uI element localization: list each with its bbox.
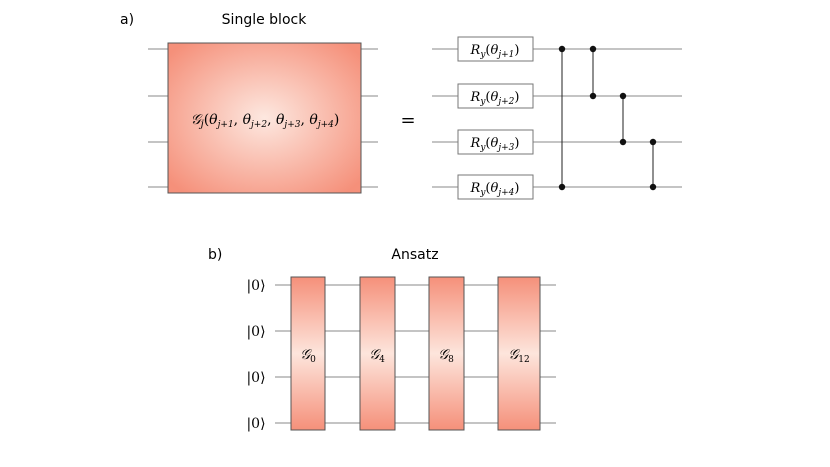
ansatz-block-g0: 𝒢0 — [290, 276, 326, 431]
circuit-wires — [432, 48, 682, 188]
ket-0-q3: |0⟩ — [246, 370, 265, 386]
cz-gate-1-2 — [589, 45, 597, 100]
svg-text:𝒢12: 𝒢12 — [508, 347, 529, 365]
panel-b-label: b) — [208, 247, 222, 263]
ry-gate-2: Ry(θj+2) — [457, 83, 534, 109]
ry-gate-1: Ry(θj+1) — [457, 36, 534, 62]
panel-a-label: a) — [120, 12, 134, 28]
ansatz-block-g8: 𝒢8 — [428, 276, 465, 431]
ket-0-q2: |0⟩ — [246, 324, 265, 340]
svg-text:Ry(θj+4): Ry(θj+4) — [470, 181, 520, 198]
svg-text:Ry(θj+1): Ry(θj+1) — [470, 43, 520, 60]
ansatz-block-g12: 𝒢12 — [497, 276, 541, 431]
svg-text:𝒢4: 𝒢4 — [369, 347, 385, 365]
svg-text:Ry(θj+2): Ry(θj+2) — [470, 90, 520, 107]
equals-sign: = — [400, 110, 415, 131]
ket-0-q1: |0⟩ — [246, 278, 265, 294]
input-states: |0⟩ |0⟩ |0⟩ |0⟩ — [246, 278, 265, 432]
cz-gate-2-3 — [619, 92, 627, 146]
panel-b-title: Ansatz — [391, 247, 438, 263]
ket-0-q4: |0⟩ — [246, 416, 265, 432]
svg-text:𝒢8: 𝒢8 — [438, 347, 454, 365]
svg-text:Ry(θj+3): Ry(θj+3) — [470, 136, 520, 153]
single-block — [167, 42, 362, 194]
cz-gate-1-4 — [558, 45, 566, 191]
panel-a-title: Single block — [222, 12, 308, 28]
cz-gate-3-4 — [649, 138, 657, 191]
ry-gate-4: Ry(θj+4) — [457, 174, 534, 200]
ry-gate-3: Ry(θj+3) — [457, 129, 534, 155]
svg-text:𝒢0: 𝒢0 — [300, 347, 316, 365]
single-block-label: 𝒢j(θj+1, θj+2, θj+3, θj+4) — [191, 112, 340, 130]
ansatz-block-g4: 𝒢4 — [359, 276, 396, 431]
